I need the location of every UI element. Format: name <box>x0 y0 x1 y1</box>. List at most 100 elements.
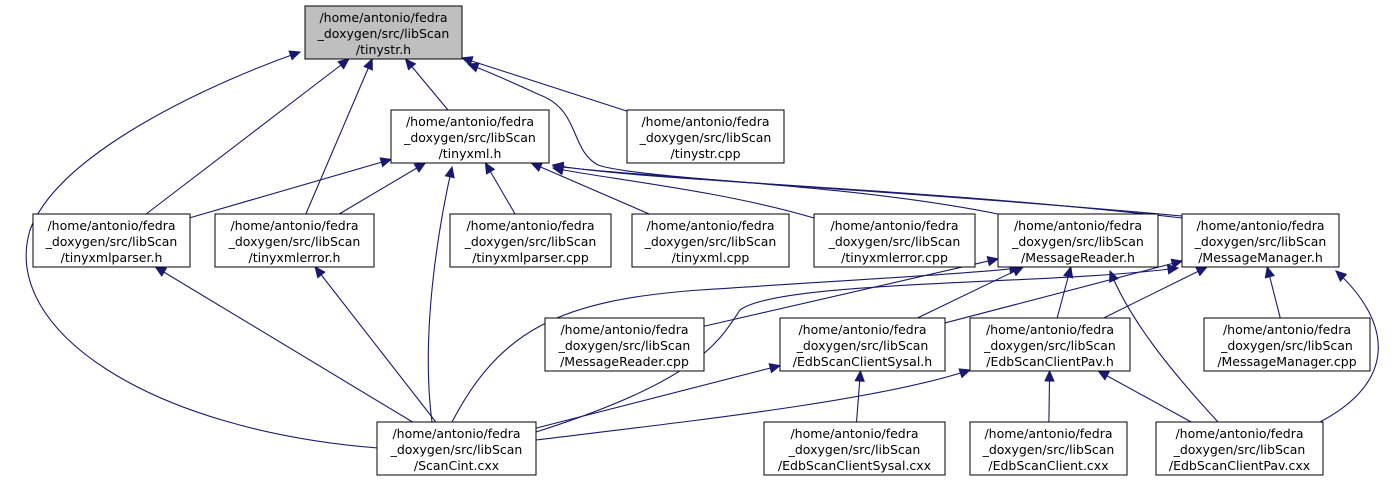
node-label-line: /MessageReader.h <box>1021 250 1135 265</box>
node-label-line: /home/antonio/fedra <box>986 322 1114 337</box>
node-tinyxmlerror-h[interactable]: /home/antonio/fedra_doxygen/src/libScan/… <box>214 213 375 268</box>
node-edbscanclient-cxx[interactable]: /home/antonio/fedra_doxygen/src/libScan/… <box>969 421 1128 476</box>
edge-line <box>145 58 350 215</box>
arrowhead-icon <box>1195 266 1208 277</box>
node-label-line: /home/antonio/fedra <box>230 218 358 233</box>
edge-EdbScanClientPav_cxx-to-MessageManager_h <box>1319 270 1379 423</box>
node-messagemanager-h[interactable]: /home/antonio/fedra_doxygen/src/libScan/… <box>1181 213 1340 268</box>
arrowhead-icon <box>854 369 865 382</box>
node-label-line: _doxygen/src/libScan <box>788 442 921 457</box>
edge-line <box>552 164 1183 219</box>
node-label-line: /home/antonio/fedra <box>406 114 534 129</box>
edge-tinyxml_cpp-to-tinyxml_h <box>530 162 650 215</box>
node-label-line: /EdbScanClient.cxx <box>988 458 1108 473</box>
node-messagereader-cpp[interactable]: /home/antonio/fedra_doxygen/src/libScan/… <box>544 317 705 372</box>
node-box <box>1181 213 1340 268</box>
node-messagereader-h[interactable]: /home/antonio/fedra_doxygen/src/libScan/… <box>997 213 1159 268</box>
node-label-line: _doxygen/src/libScan <box>639 130 772 145</box>
node-box <box>1203 317 1371 372</box>
edge-tinyxml_h-to-tinystr_h <box>404 58 449 111</box>
edge-MessageReader_cpp-to-MessageReader_h <box>703 256 1000 327</box>
edge-line <box>1103 266 1208 319</box>
node-edbscanclientpav-cxx[interactable]: /home/antonio/fedra_doxygen/src/libScan/… <box>1155 421 1324 476</box>
node-box <box>1155 421 1324 476</box>
node-messagemanager-cpp[interactable]: /home/antonio/fedra_doxygen/src/libScan/… <box>1203 317 1371 372</box>
node-label-line: _doxygen/src/libScan <box>644 234 777 249</box>
node-label-line: /home/antonio/fedra <box>641 114 769 129</box>
nodes-layer: /home/antonio/fedra_doxygen/src/libScan/… <box>32 5 1371 476</box>
node-box <box>813 213 976 268</box>
node-edbscanclientpav-h[interactable]: /home/antonio/fedra_doxygen/src/libScan/… <box>969 317 1131 372</box>
arrowhead-icon <box>1063 265 1074 279</box>
node-label-line: /home/antonio/fedra <box>47 218 175 233</box>
edge-line <box>189 158 392 219</box>
node-edbscanclientsysal-cxx[interactable]: /home/antonio/fedra_doxygen/src/libScan/… <box>763 421 946 476</box>
edge-ScanCint_cxx-to-tinyxml_h <box>427 165 455 423</box>
node-label-line: _doxygen/src/libScan <box>1011 234 1144 249</box>
node-tinystr-h[interactable]: /home/antonio/fedra_doxygen/src/libScan/… <box>304 5 463 60</box>
edge-line <box>531 162 650 215</box>
node-label-line: /home/antonio/fedra <box>646 218 774 233</box>
node-label-line: _doxygen/src/libScan <box>464 234 597 249</box>
arrowhead-icon <box>530 162 544 173</box>
node-edbscanclientsysal-h[interactable]: /home/antonio/fedra_doxygen/src/libScan/… <box>779 317 946 372</box>
node-box <box>779 317 946 372</box>
edge-EdbScanClientSysal_h-to-MessageManager_h <box>944 258 1184 324</box>
arrowhead-icon <box>551 161 565 173</box>
node-label-line: /tinyxmlparser.h <box>61 250 163 265</box>
node-tinyxmlparser-cpp[interactable]: /home/antonio/fedra_doxygen/src/libScan/… <box>449 213 612 268</box>
node-tinyxml-h[interactable]: /home/antonio/fedra_doxygen/src/libScan/… <box>390 109 550 164</box>
arrowhead-icon <box>958 368 972 379</box>
node-label-line: _doxygen/src/libScan <box>390 442 523 457</box>
node-label-line: _doxygen/src/libScan <box>403 130 536 145</box>
edge-line <box>305 58 373 215</box>
node-label-line: /EdbScanClientSysal.cxx <box>778 458 931 473</box>
arrowhead-icon <box>337 58 350 70</box>
node-label-line: _doxygen/src/libScan <box>558 338 691 353</box>
arrowhead-icon <box>314 266 326 279</box>
edge-MessageManager_h-to-tinystr_h <box>466 62 1183 217</box>
node-box <box>376 421 537 476</box>
node-box <box>969 317 1131 372</box>
node-label-line: /tinyxml.h <box>439 146 502 161</box>
arrowhead-icon <box>413 162 427 173</box>
node-label-line: /MessageManager.cpp <box>1217 354 1356 369</box>
node-label-line: _doxygen/src/libScan <box>45 234 178 249</box>
arrowhead-icon <box>768 363 782 374</box>
node-tinyxml-cpp[interactable]: /home/antonio/fedra_doxygen/src/libScan/… <box>631 213 790 268</box>
edge-line <box>155 266 413 423</box>
edge-line <box>944 260 1183 324</box>
node-label-line: /tinyxmlerror.h <box>249 250 341 265</box>
node-box <box>631 213 790 268</box>
edge-line <box>535 369 971 441</box>
edge-ScanCint_cxx-to-tinyxmlerror_h <box>314 266 437 423</box>
node-box <box>969 421 1128 476</box>
node-tinyxmlerror-cpp[interactable]: /home/antonio/fedra_doxygen/src/libScan/… <box>813 213 976 268</box>
edge-line <box>451 267 1021 423</box>
node-scancint-cxx[interactable]: /home/antonio/fedra_doxygen/src/libScan/… <box>376 421 537 476</box>
node-label-line: _doxygen/src/libScan <box>317 26 450 41</box>
arrowhead-icon <box>154 266 168 277</box>
edge-tinystr_cpp-to-tinystr_h <box>460 56 628 112</box>
arrowhead-icon <box>288 50 302 61</box>
edge-tinyxmlparser_h-to-tinystr_h <box>145 58 350 215</box>
edge-line <box>535 267 1179 433</box>
arrowhead-icon <box>1170 258 1184 269</box>
edge-EdbScanClientPav_cxx-to-EdbScanClientPav_h <box>1097 370 1192 423</box>
arrowhead-icon <box>986 256 1000 267</box>
node-label-line: /MessageManager.h <box>1198 250 1323 265</box>
arrowhead-icon <box>1335 270 1348 282</box>
node-label-line: _doxygen/src/libScan <box>1173 442 1306 457</box>
edge-line <box>338 162 426 215</box>
node-label-line: /EdbScanClientPav.cxx <box>1169 458 1310 473</box>
node-box <box>214 213 375 268</box>
arrowhead-icon <box>1109 269 1119 283</box>
edge-line <box>535 365 781 429</box>
edge-line <box>917 266 1024 319</box>
edge-line <box>467 63 1183 217</box>
node-tinystr-cpp[interactable]: /home/antonio/fedra_doxygen/src/libScan/… <box>626 109 785 164</box>
node-label-line: /tinyxmlerror.cpp <box>841 250 948 265</box>
node-tinyxmlparser-h[interactable]: /home/antonio/fedra_doxygen/src/libScan/… <box>32 213 191 268</box>
arrowhead-icon <box>379 157 393 168</box>
